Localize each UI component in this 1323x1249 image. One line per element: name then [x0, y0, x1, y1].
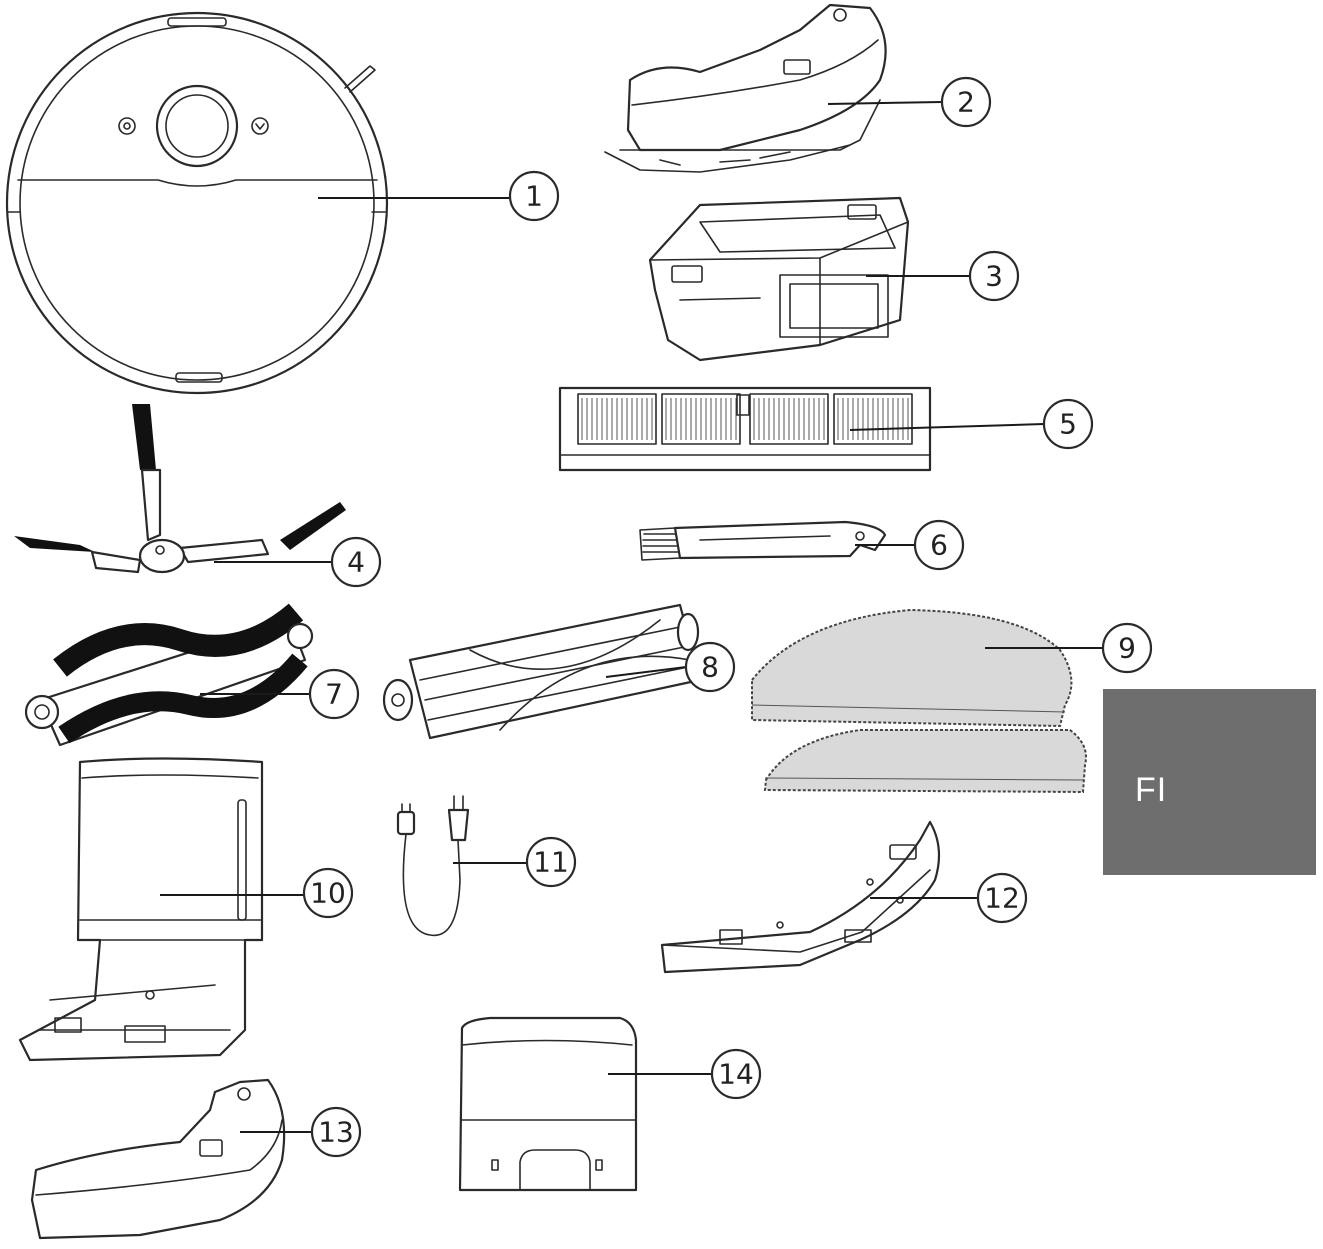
- charging-dock-drawing: [458, 1016, 638, 1192]
- callout-11-label: 11: [533, 846, 569, 879]
- main-brush-drawing: [24, 603, 314, 747]
- filter-drawing: [558, 386, 932, 472]
- mop-cloths-drawing: [751, 608, 1087, 794]
- callout-13: 13: [310, 1106, 362, 1158]
- callout-5-label: 5: [1059, 408, 1077, 441]
- mop-mount-drawing: [660, 820, 941, 974]
- callout-10: 10: [302, 867, 354, 919]
- callout-4-label: 4: [347, 546, 365, 579]
- callout-6-label: 6: [930, 529, 948, 562]
- callout-2-label: 2: [957, 86, 975, 119]
- callout-14: 14: [710, 1048, 762, 1100]
- callout-1: 1: [508, 170, 560, 222]
- callout-7: 7: [308, 668, 360, 720]
- callout-9: 9: [1101, 622, 1153, 674]
- callout-2: 2: [940, 76, 992, 128]
- callout-12-label: 12: [984, 882, 1020, 915]
- power-cord-drawing: [396, 795, 470, 937]
- dustbin-drawing: [648, 196, 910, 362]
- water-tank-alt-drawing: [30, 1078, 286, 1240]
- callout-10-label: 10: [310, 877, 346, 910]
- rubber-brush-drawing: [382, 603, 702, 740]
- robot-vacuum-drawing: [5, 11, 389, 395]
- leader-lines: [160, 101, 1103, 1133]
- callout-7-label: 7: [325, 678, 343, 711]
- callout-5: 5: [1042, 398, 1094, 450]
- callout-9-label: 9: [1118, 632, 1136, 665]
- callout-14-label: 14: [718, 1058, 754, 1091]
- language-tab-label: FI: [1135, 771, 1168, 809]
- auto-empty-dock-drawing: [18, 757, 264, 1062]
- callout-8-label: 8: [701, 651, 719, 684]
- callout-1-label: 1: [525, 180, 543, 213]
- side-brush-drawing: [14, 404, 346, 574]
- callout-4: 4: [330, 536, 382, 588]
- callout-12: 12: [976, 872, 1028, 924]
- callout-8: 8: [684, 641, 736, 693]
- water-tank-drawing: [604, 3, 887, 173]
- callout-11: 11: [525, 836, 577, 888]
- callout-3: 3: [968, 250, 1020, 302]
- language-tab: FI: [1103, 689, 1316, 875]
- callout-6: 6: [913, 519, 965, 571]
- callout-13-label: 13: [318, 1116, 354, 1149]
- cleaning-tool-drawing: [639, 520, 887, 561]
- callout-3-label: 3: [985, 260, 1003, 293]
